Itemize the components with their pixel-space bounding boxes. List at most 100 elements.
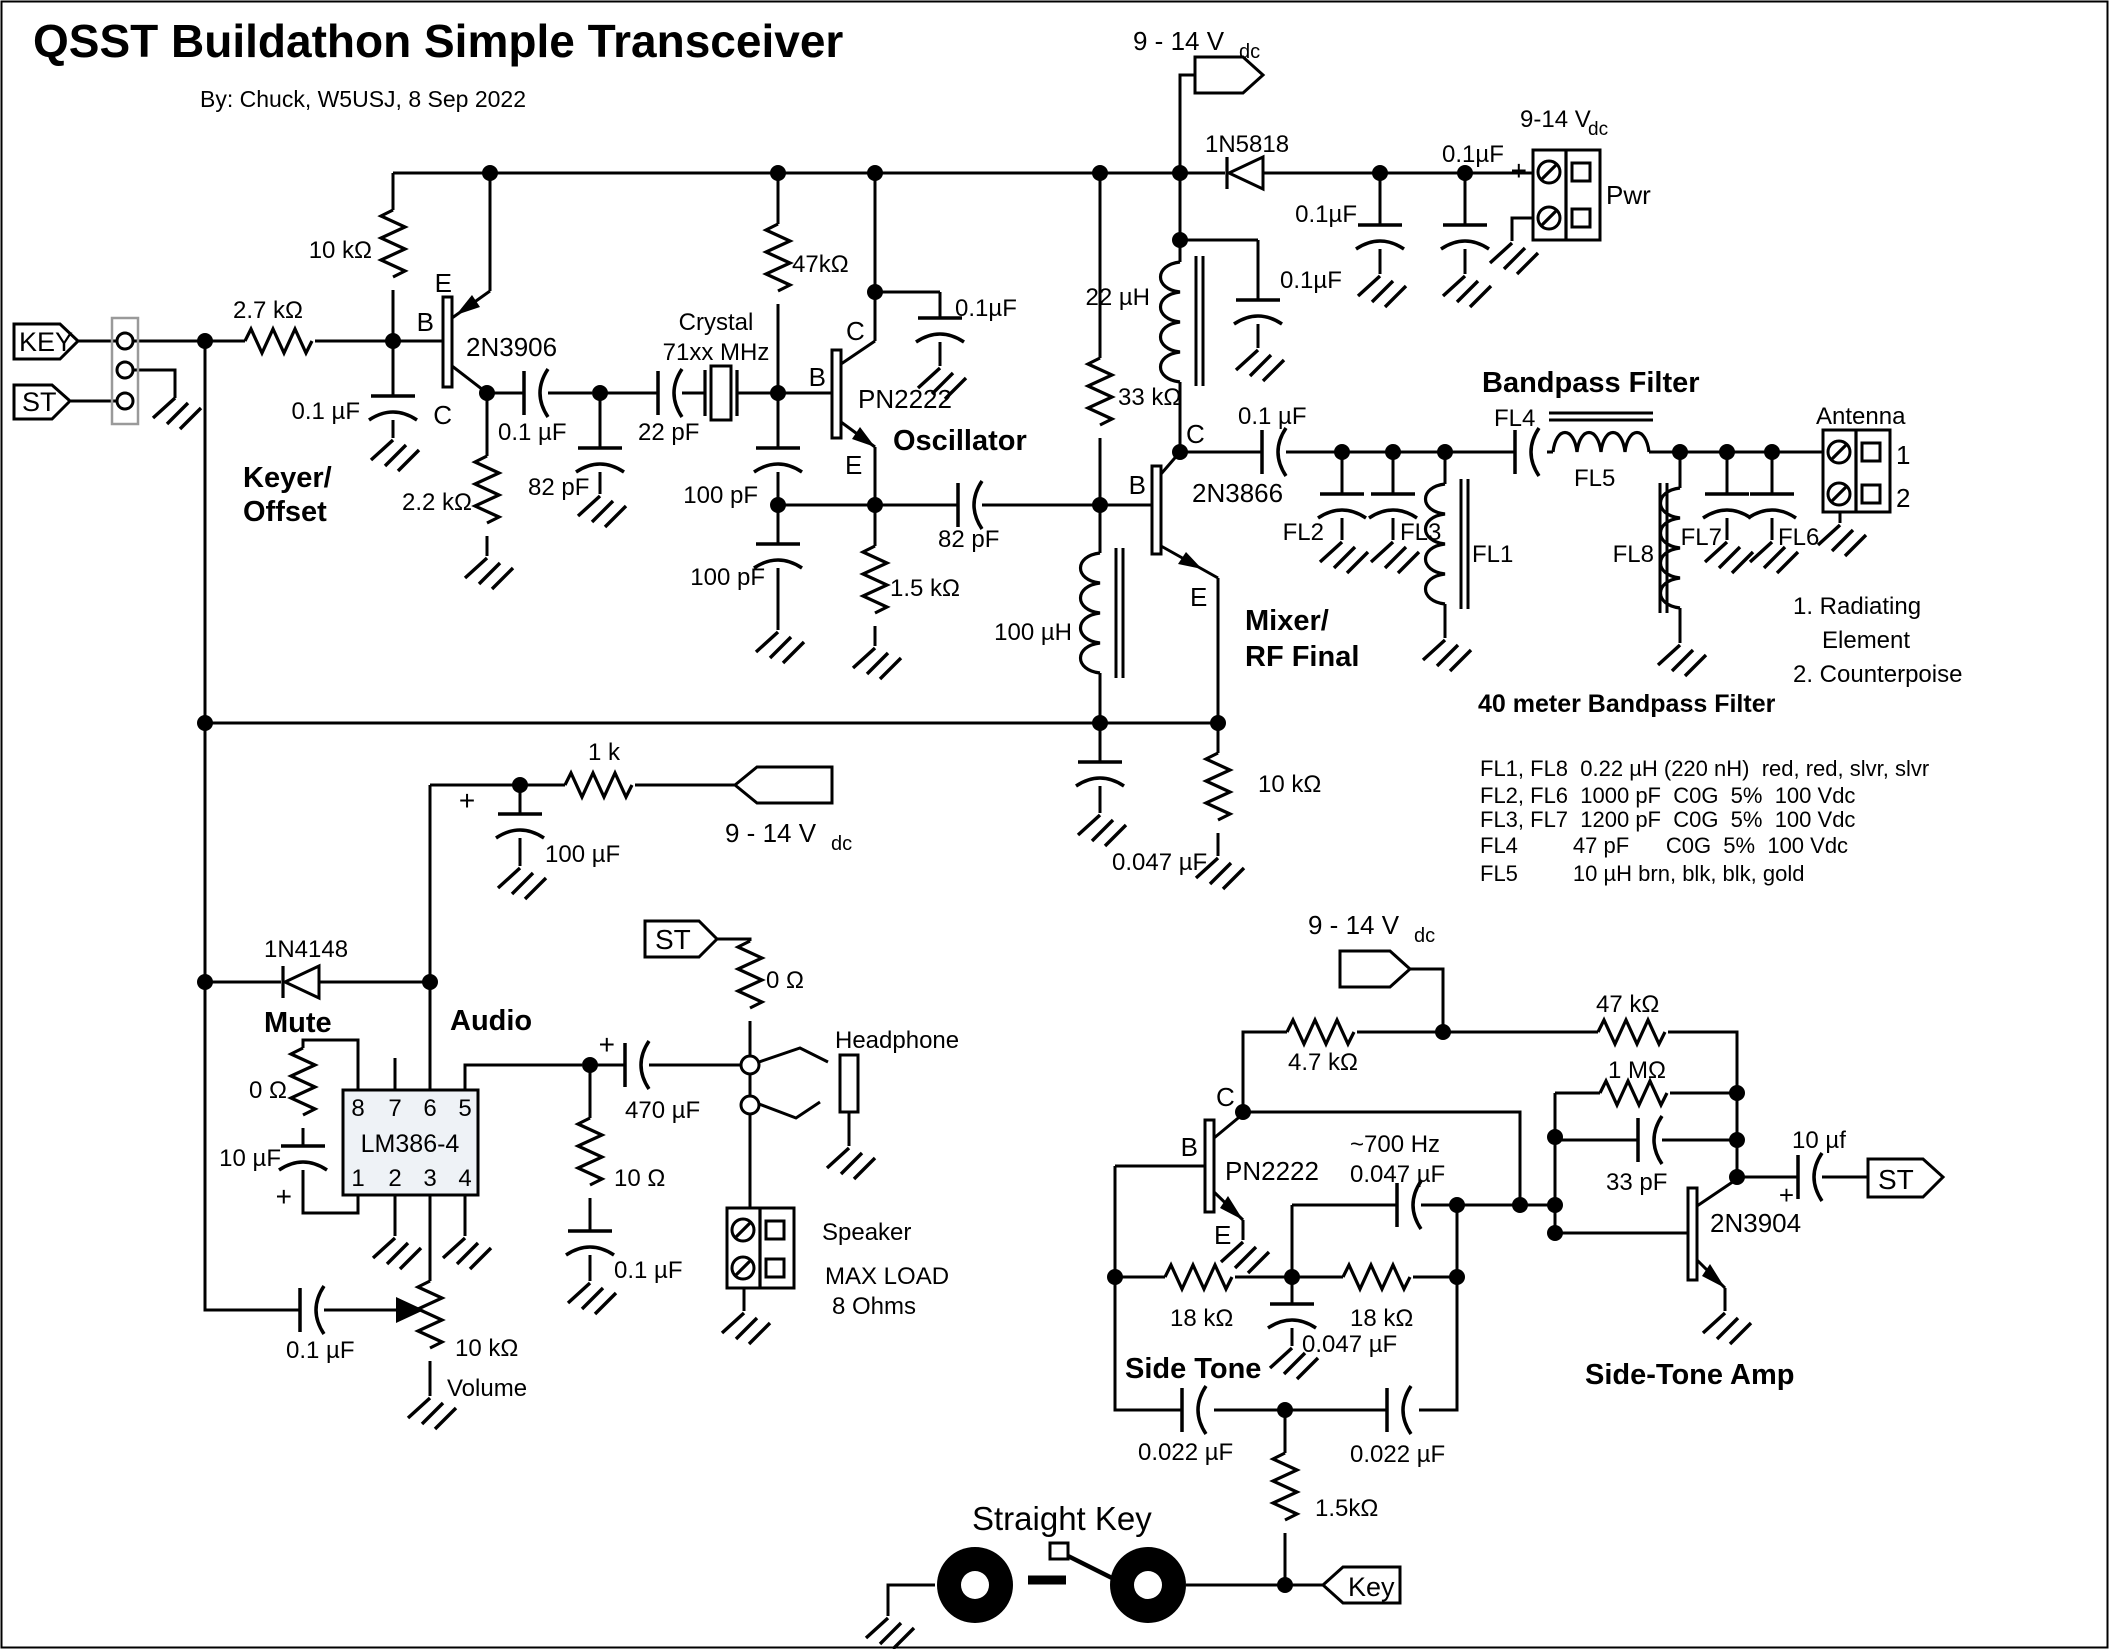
label-r-18k-2: 18 kΩ bbox=[1350, 1305, 1413, 1332]
table-row: FL5 10 µH brn, blk, blk, gold bbox=[1480, 861, 1805, 886]
core-fl8 bbox=[1658, 481, 1669, 615]
label-q5: 2N3904 bbox=[1710, 1208, 1801, 1238]
straight-key[interactable] bbox=[937, 1541, 1186, 1623]
key-tag-label: KEY bbox=[19, 327, 73, 357]
label-ant-1: 1 bbox=[1896, 440, 1910, 470]
resistor-gain-zero-ohm bbox=[289, 1046, 317, 1117]
table-row: FL3, FL7 1200 pF C0G 5% 100 Vdc bbox=[1480, 807, 1855, 832]
label-r-47k-st: 47 kΩ bbox=[1596, 991, 1659, 1018]
st-tag-label: ST bbox=[22, 387, 57, 417]
label-fl1: FL1 bbox=[1472, 541, 1513, 568]
capacitor-power-b bbox=[1439, 223, 1491, 251]
label-r-0ohm-st: 0 Ω bbox=[766, 967, 804, 994]
transistor-2n3866 bbox=[1150, 464, 1202, 569]
label-diode-5818: 1N5818 bbox=[1205, 131, 1289, 158]
label-r-4k7: 4.7 kΩ bbox=[1288, 1049, 1358, 1076]
capacitor-22pf-series bbox=[656, 367, 684, 419]
label-plus-stout: + bbox=[1779, 1180, 1794, 1210]
label-r-47k: 47kΩ bbox=[792, 251, 849, 278]
label-r-1k: 1 k bbox=[588, 739, 621, 766]
label-c-mixer-out: 0.1 µF bbox=[1238, 403, 1307, 430]
table-row: FL2, FL6 1000 pF C0G 5% 100 Vdc bbox=[1480, 783, 1855, 808]
antenna-terminal-block[interactable] bbox=[1821, 428, 1892, 514]
label-c-82pf: 82 pF bbox=[528, 474, 589, 501]
capacitor-osc-out-82pf bbox=[956, 479, 984, 531]
junction-dots bbox=[197, 165, 1780, 1593]
label-c-10uf: 10 µF bbox=[219, 1145, 281, 1172]
speaker-terminal-block[interactable] bbox=[725, 1206, 796, 1290]
capacitor-100pf-1 bbox=[752, 446, 804, 474]
label-r-base: 2.7 kΩ bbox=[233, 297, 303, 324]
label-q3-c: C bbox=[1186, 419, 1205, 449]
pin-4: 4 bbox=[458, 1165, 471, 1192]
label-fl3: FL3 bbox=[1400, 519, 1441, 546]
pin-3: 3 bbox=[423, 1165, 436, 1192]
st-output-tag: ST bbox=[1866, 1157, 1946, 1199]
label-q4: PN2222 bbox=[1225, 1156, 1319, 1186]
label-r-0ohm-gain: 0 Ω bbox=[249, 1077, 287, 1104]
label-plus-10uf: + bbox=[276, 1181, 292, 1212]
label-c-100pf-2: 100 pF bbox=[690, 564, 765, 591]
label-q1: 2N3906 bbox=[466, 332, 557, 362]
resistors bbox=[243, 208, 1669, 1522]
supply-st-sub: dc bbox=[1414, 925, 1435, 947]
resistor-keyer-base bbox=[243, 327, 314, 355]
volume-wiper-arrow[interactable] bbox=[396, 1297, 424, 1323]
capacitor-keyer-base bbox=[367, 394, 419, 422]
label-c-100pf-1: 100 pF bbox=[683, 482, 758, 509]
resistor-sidetone-47k bbox=[1596, 1018, 1667, 1046]
headphone-jack[interactable] bbox=[739, 1053, 860, 1116]
pin-7: 7 bbox=[388, 1095, 401, 1122]
core-fl5 bbox=[1547, 411, 1655, 422]
label-q3: 2N3866 bbox=[1192, 478, 1283, 508]
lm386-chip: 8 7 6 5 LM386-4 1 2 3 4 bbox=[341, 1088, 480, 1197]
label-pwr-plus: + bbox=[1511, 155, 1527, 186]
resistor-keyer-load bbox=[473, 454, 501, 525]
transistor-2n3904 bbox=[1686, 1186, 1725, 1288]
capacitor-mixer-af bbox=[1074, 760, 1126, 788]
label-c-zobel: 0.1 µF bbox=[614, 1257, 683, 1284]
label-r-emitter: 1.5 kΩ bbox=[890, 575, 960, 602]
key-st-pin-header[interactable] bbox=[110, 316, 140, 426]
resistor-volume-pot bbox=[416, 1279, 444, 1350]
labels-sidetone-amp: 2N3904 10 µf + Side-Tone Amp bbox=[1585, 1127, 1846, 1391]
capacitor-keyer-couple bbox=[522, 367, 550, 419]
capacitor-sidetone-shunt bbox=[1266, 1302, 1318, 1330]
label-cap-b: 0.1µF bbox=[1442, 141, 1504, 168]
capacitor-mixer-out bbox=[1260, 426, 1288, 478]
label-c-047-shunt: 0.047 µF bbox=[1302, 1331, 1397, 1358]
resistor-osc-bias bbox=[764, 222, 792, 293]
capacitor-sidetone-series bbox=[1395, 1179, 1423, 1231]
section-mixer-1: Mixer/ bbox=[1245, 605, 1329, 637]
labels-power: 1N5818 0.1µF 0.1µF 0.1µF 9-14 V dc + Pwr bbox=[1205, 106, 1651, 294]
label-r-10k-mixer: 10 kΩ bbox=[1258, 771, 1321, 798]
table-title: 40 meter Bandpass Filter bbox=[1478, 690, 1776, 718]
ic-name: LM386-4 bbox=[361, 1130, 460, 1158]
label-ant-note3: 2. Counterpoise bbox=[1793, 661, 1962, 688]
capacitor-power-a bbox=[1354, 223, 1406, 251]
key-bottom-label: Key bbox=[1348, 1572, 1395, 1602]
label-cap-c: 0.1µF bbox=[1280, 267, 1342, 294]
label-fl8: FL8 bbox=[1613, 541, 1654, 568]
section-keyer-1: Keyer/ bbox=[243, 462, 332, 494]
pwr-terminal-block[interactable] bbox=[1531, 148, 1602, 242]
capacitor-82pf-shunt bbox=[574, 446, 626, 474]
label-8-ohms: 8 Ohms bbox=[832, 1293, 916, 1320]
supply-tag-top: 9 - 14 V dc bbox=[1133, 26, 1266, 95]
label-fl6: FL6 bbox=[1778, 524, 1819, 551]
resistor-sidetone-1m bbox=[1598, 1079, 1669, 1107]
label-q2-e: E bbox=[845, 450, 862, 480]
section-bpf: Bandpass Filter bbox=[1482, 367, 1700, 399]
core-100uh bbox=[1114, 546, 1125, 680]
label-c-047-series: 0.047 µF bbox=[1350, 1161, 1445, 1188]
byline: By: Chuck, W5USJ, 8 Sep 2022 bbox=[200, 86, 526, 112]
supply-tag-audio: 9 - 14 V dc bbox=[725, 765, 852, 855]
supply-st-label: 9 - 14 V bbox=[1308, 910, 1400, 940]
label-c-22pf: 22 pF bbox=[638, 419, 699, 446]
label-c-470uf: 470 µF bbox=[625, 1097, 700, 1124]
label-speaker: Speaker bbox=[822, 1219, 911, 1246]
label-q1-b: B bbox=[417, 307, 434, 337]
